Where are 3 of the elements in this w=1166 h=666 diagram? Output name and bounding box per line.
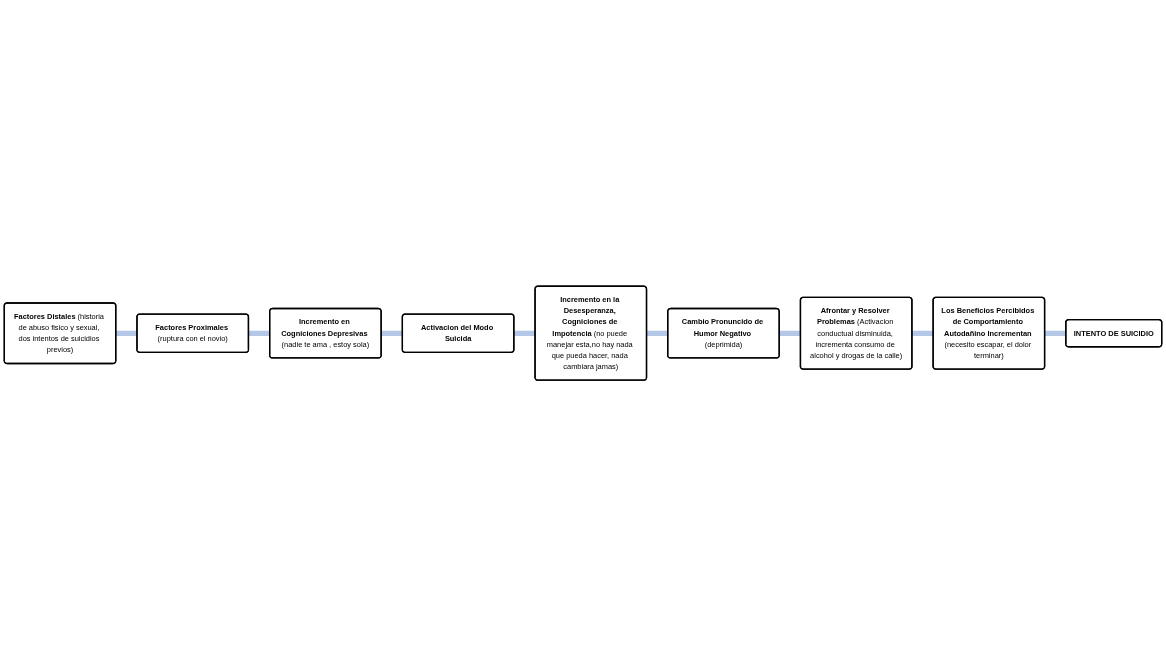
connector xyxy=(115,330,139,336)
connector xyxy=(645,330,669,336)
connector xyxy=(1043,330,1067,336)
